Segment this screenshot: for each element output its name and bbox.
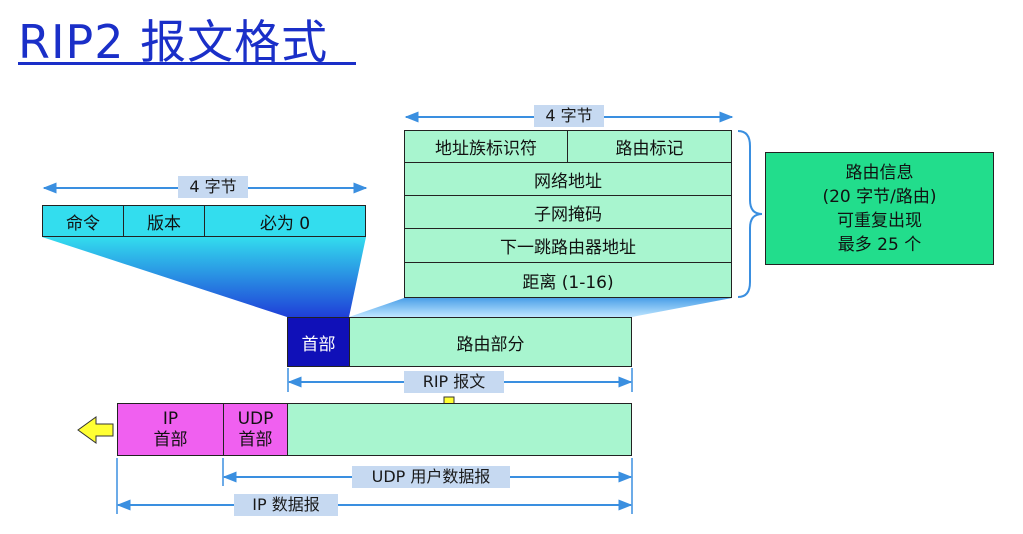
network-address-field: 网络地址 [404,162,732,196]
udp-header: UDP 首部 [223,403,288,456]
command-field: 命令 [42,205,124,237]
udp-datagram-label: UDP 用户数据报 [352,466,510,488]
ip-header: IP 首部 [117,403,224,456]
subnet-mask-field: 子网掩码 [404,195,732,229]
next-hop-field: 下一跳路由器地址 [404,228,732,263]
route-info-box: 路由信息 (20 字节/路由) 可重复出现 最多 25 个 [765,152,994,265]
route-info-line: (20 字节/路由) [822,186,937,207]
route-funnel [349,298,732,317]
route-info-line: 最多 25 个 [837,234,922,255]
route-info-line: 路由信息 [845,162,914,183]
header-width-label: 4 字节 [178,176,248,198]
ip-header-line: IP [162,408,179,429]
rip-header: 首部 [287,317,350,367]
ip-header-line: 首部 [153,429,188,450]
udp-header-line: 首部 [238,429,273,450]
address-family-field: 地址族标识符 [404,130,568,163]
title-underline [18,62,356,65]
header-funnel [42,237,366,317]
rip-message-label: RIP 报文 [404,371,504,393]
route-tag-field: 路由标记 [567,130,732,163]
metric-field: 距离 (1-16) [404,262,732,298]
must-be-zero-field: 必为 0 [204,205,366,237]
left-arrow [77,416,114,444]
udp-header-line: UDP [237,408,274,429]
route-info-line: 可重复出现 [837,210,922,231]
route-width-label: 4 字节 [534,105,604,127]
udp-data [287,403,632,456]
page-title: RIP2 报文格式 [18,15,329,69]
rip-routes-part: 路由部分 [349,317,632,367]
ip-datagram-label: IP 数据报 [234,494,338,516]
route-brace [737,130,763,298]
version-field: 版本 [123,205,205,237]
